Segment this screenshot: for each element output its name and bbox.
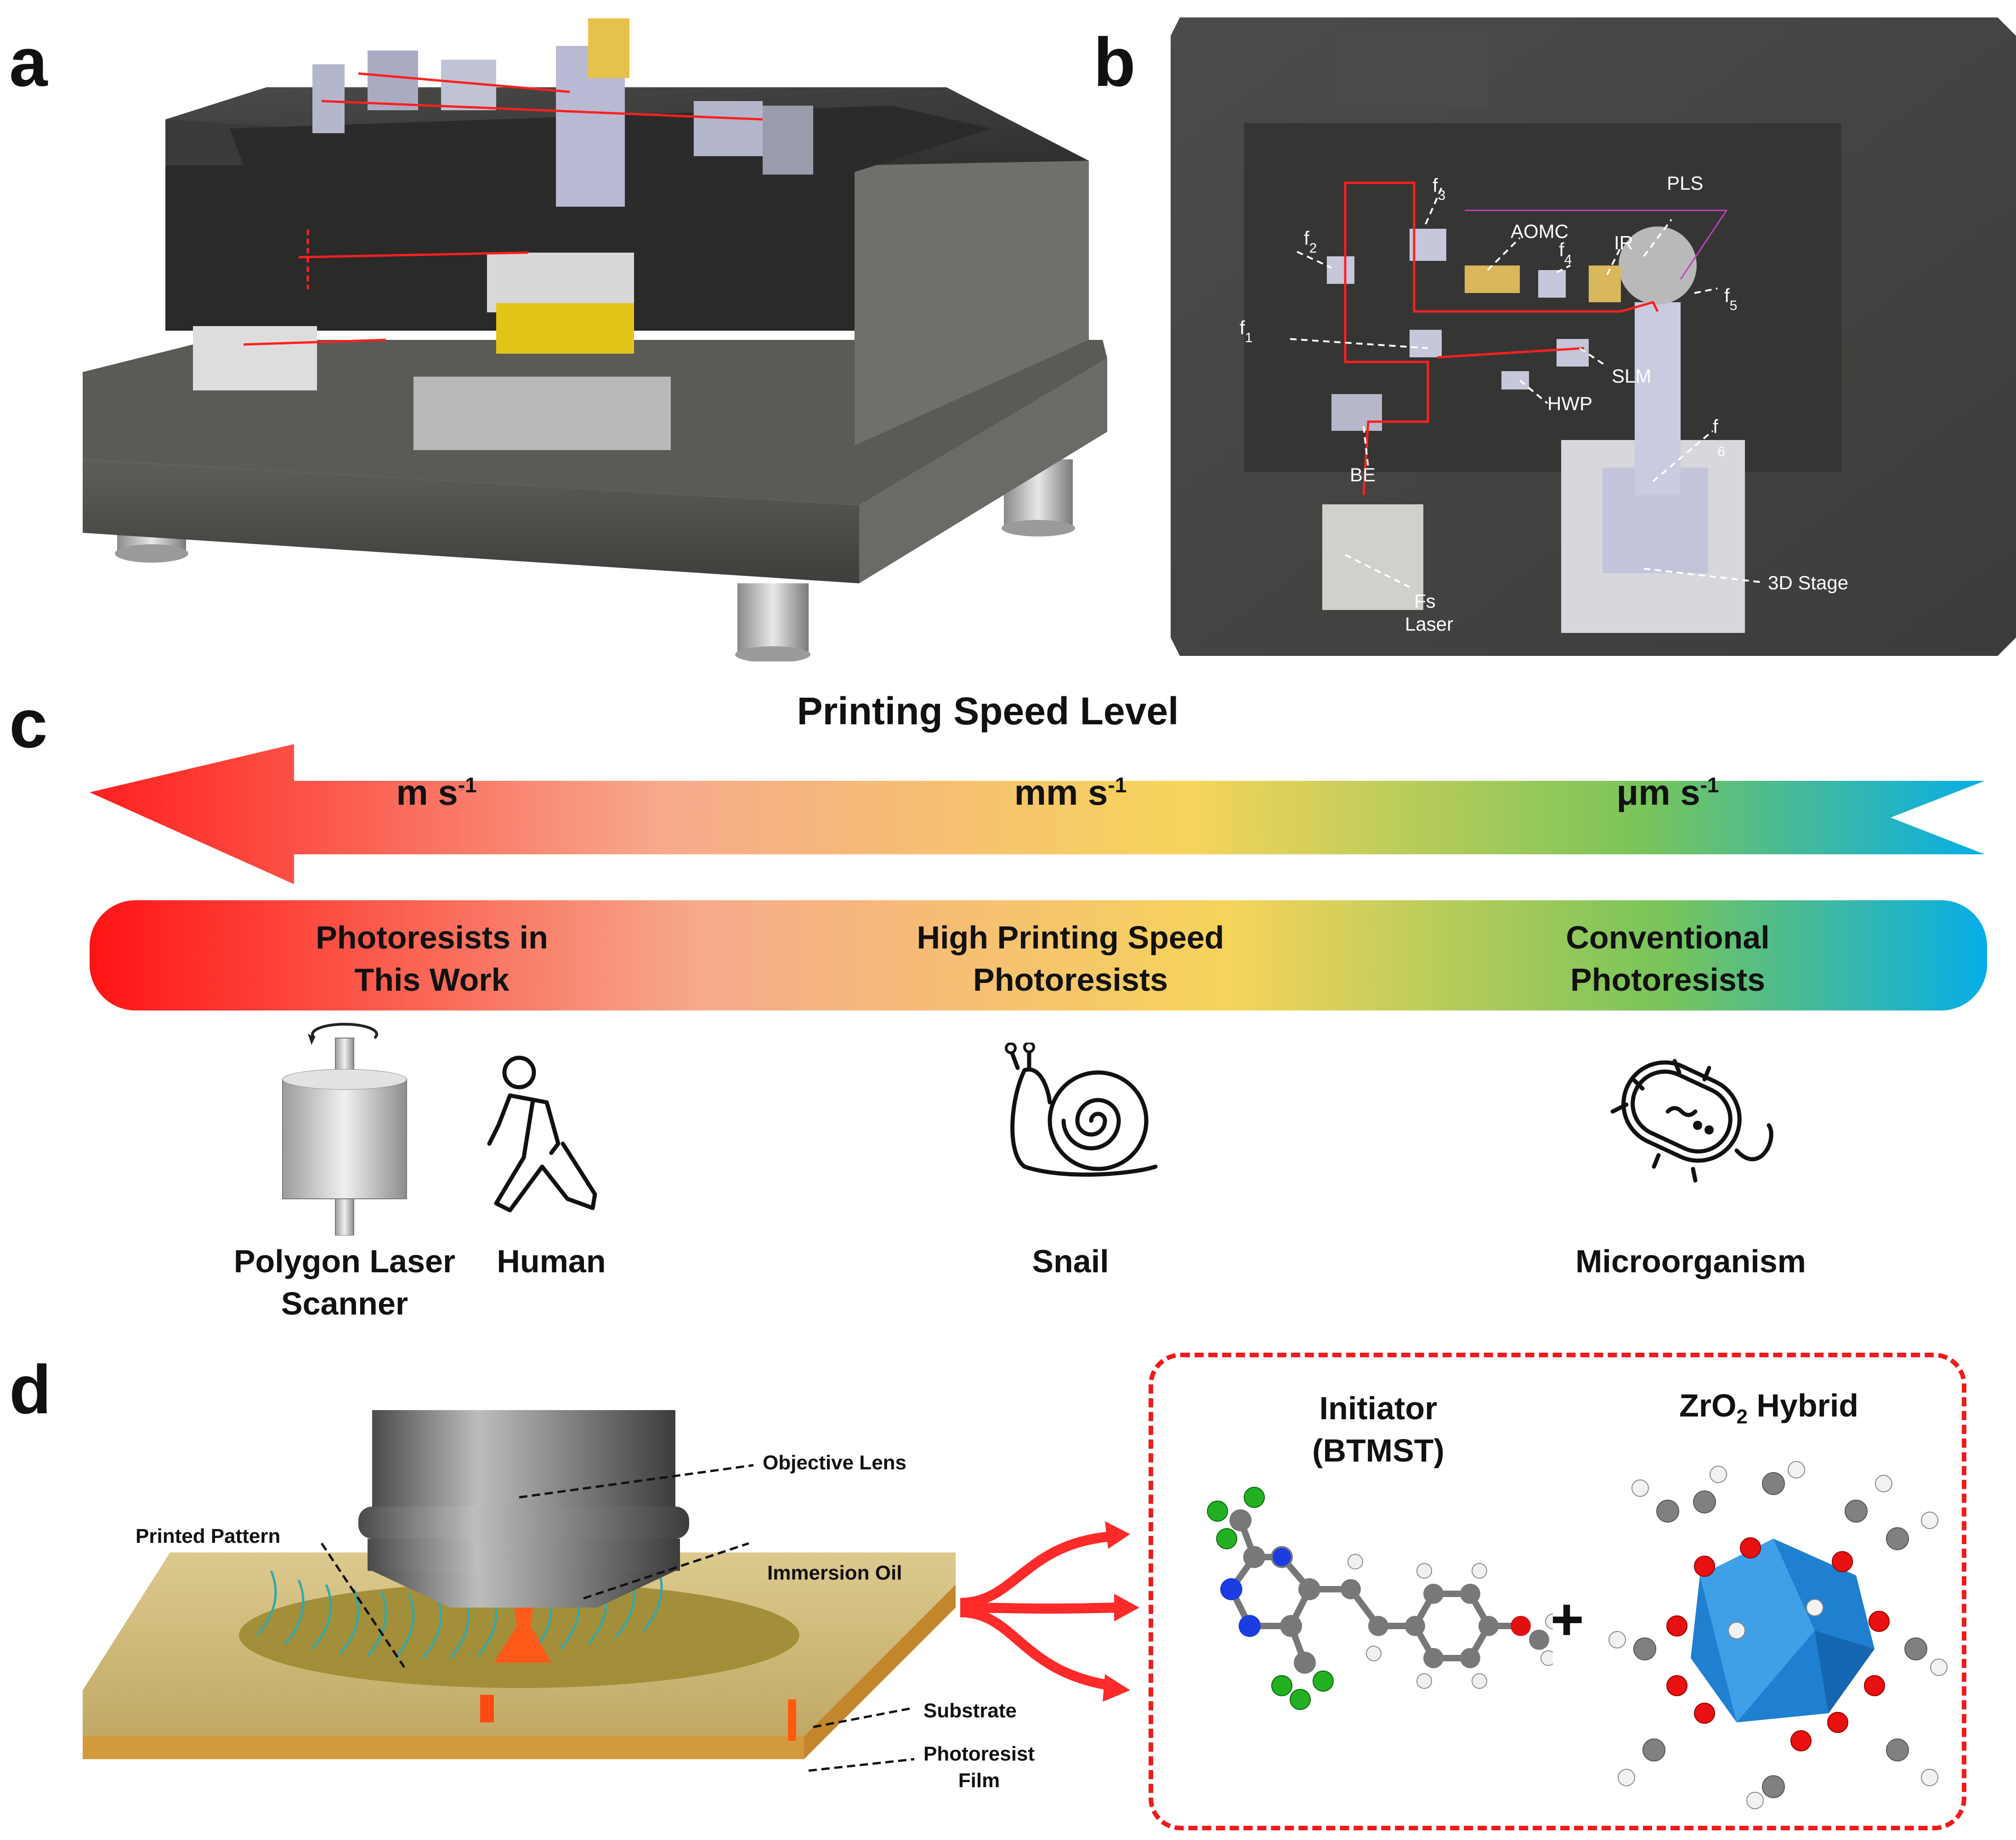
microorganism-icon [1610, 1059, 1773, 1183]
speed-arrow [90, 744, 1985, 884]
objective-arm [1635, 302, 1681, 495]
lens-f4 [1538, 270, 1566, 298]
label-f6: f [1713, 416, 1718, 437]
aomc-module [1465, 265, 1520, 293]
trigger-line [1465, 209, 1728, 280]
fs-laser-box [193, 326, 317, 390]
lens-f1 [1410, 330, 1442, 357]
slm-mount [1557, 339, 1589, 367]
label-3d-stage: 3D Stage [1768, 572, 1848, 593]
label-f3: f3 [1433, 175, 1445, 203]
be-mount [1331, 394, 1382, 431]
snail-icon [1005, 1043, 1158, 1177]
label-fs: Fs [1414, 590, 1436, 612]
callout-leaders [1290, 187, 1764, 588]
optical-mount [312, 64, 345, 133]
aomc-module [588, 18, 629, 78]
panel-letter-b: b [1093, 23, 1136, 101]
panel-letter-c: c [9, 685, 48, 762]
label-human: Human [497, 1243, 606, 1279]
red-arrows [960, 1521, 1139, 1702]
table-leg [737, 583, 809, 655]
label-f4: f4 [1559, 239, 1572, 267]
label-objective-lens: Objective Lens [763, 1451, 907, 1474]
photoresist-film-edge [83, 1736, 804, 1759]
speed-fast: m s-1 [396, 772, 477, 813]
label-f6-sub: 6 [1717, 444, 1725, 459]
lens-f3 [1410, 229, 1446, 261]
btmst-molecule [1207, 1487, 1553, 1710]
speed-title: Printing Speed Level [797, 689, 1179, 733]
label-aomc: AOMC [1511, 220, 1569, 242]
optical-mount [368, 51, 418, 110]
label-f5: f5 [1724, 285, 1737, 313]
laser-focus [494, 1608, 551, 1663]
laser-beam [358, 72, 570, 93]
label-hwp: HWP [1547, 393, 1592, 414]
panel-letter-d: d [9, 1351, 51, 1428]
label-ir: IR [1614, 232, 1633, 254]
panel-letter-a: a [9, 23, 48, 101]
zro2-cluster [1608, 1461, 1948, 1809]
d-callout-leaders [320, 1464, 915, 1772]
label-printed-pattern: Printed Pattern [136, 1525, 281, 1547]
stage-block [487, 253, 634, 312]
label-f2: f2 [1304, 227, 1317, 256]
optical-table-render [83, 18, 1107, 661]
objective-lens-body [372, 1410, 675, 1525]
laser-beam [243, 339, 386, 346]
ir-module [1589, 265, 1621, 302]
fs-laser-box [1322, 504, 1423, 610]
label-substrate: Substrate [923, 1699, 1017, 1722]
plus-sign: + [1549, 1586, 1584, 1653]
label-microorganism: Microorganism [1575, 1243, 1806, 1279]
speed-mid: mm s-1 [1014, 772, 1127, 813]
label-laser: Laser [1405, 613, 1453, 635]
optical-mount [763, 106, 813, 175]
stage-base [413, 377, 671, 450]
beam-path [1344, 181, 1659, 496]
label-slm: SLM [1612, 365, 1651, 387]
top-view-render: f2 f3 AOMC f4 IR PLS f5 f1 SLM HWP f 6 B… [1171, 17, 2016, 656]
materials-box [1149, 1353, 1966, 1830]
breadboard-upper [1336, 31, 1488, 109]
human-icon [487, 1055, 597, 1213]
photoresist-band [90, 900, 1987, 1010]
polygon-scanner-icon [282, 1022, 407, 1236]
label-initiator: Initiator(BTMST) [1312, 1390, 1444, 1468]
label-pls: PLS [1667, 172, 1703, 194]
label-f1: f1 [1240, 317, 1252, 345]
label-be: BE [1350, 464, 1376, 485]
stage-yellow [496, 303, 634, 354]
laser-beam [321, 100, 763, 121]
polygon-scanner-disc [1619, 226, 1697, 305]
label-zro2-hybrid: ZrO2 Hybrid [1679, 1388, 1859, 1428]
label-immersion-oil: Immersion Oil [767, 1562, 902, 1584]
laser-beam [298, 251, 529, 259]
beam-path [1437, 347, 1585, 359]
hwp-mount [1501, 371, 1529, 389]
label-snail: Snail [1032, 1243, 1109, 1279]
printing-setup-render [83, 1410, 1139, 1772]
speed-slow: μm s-1 [1616, 772, 1719, 813]
lens-f2 [1327, 256, 1354, 284]
optical-mount [694, 101, 763, 156]
